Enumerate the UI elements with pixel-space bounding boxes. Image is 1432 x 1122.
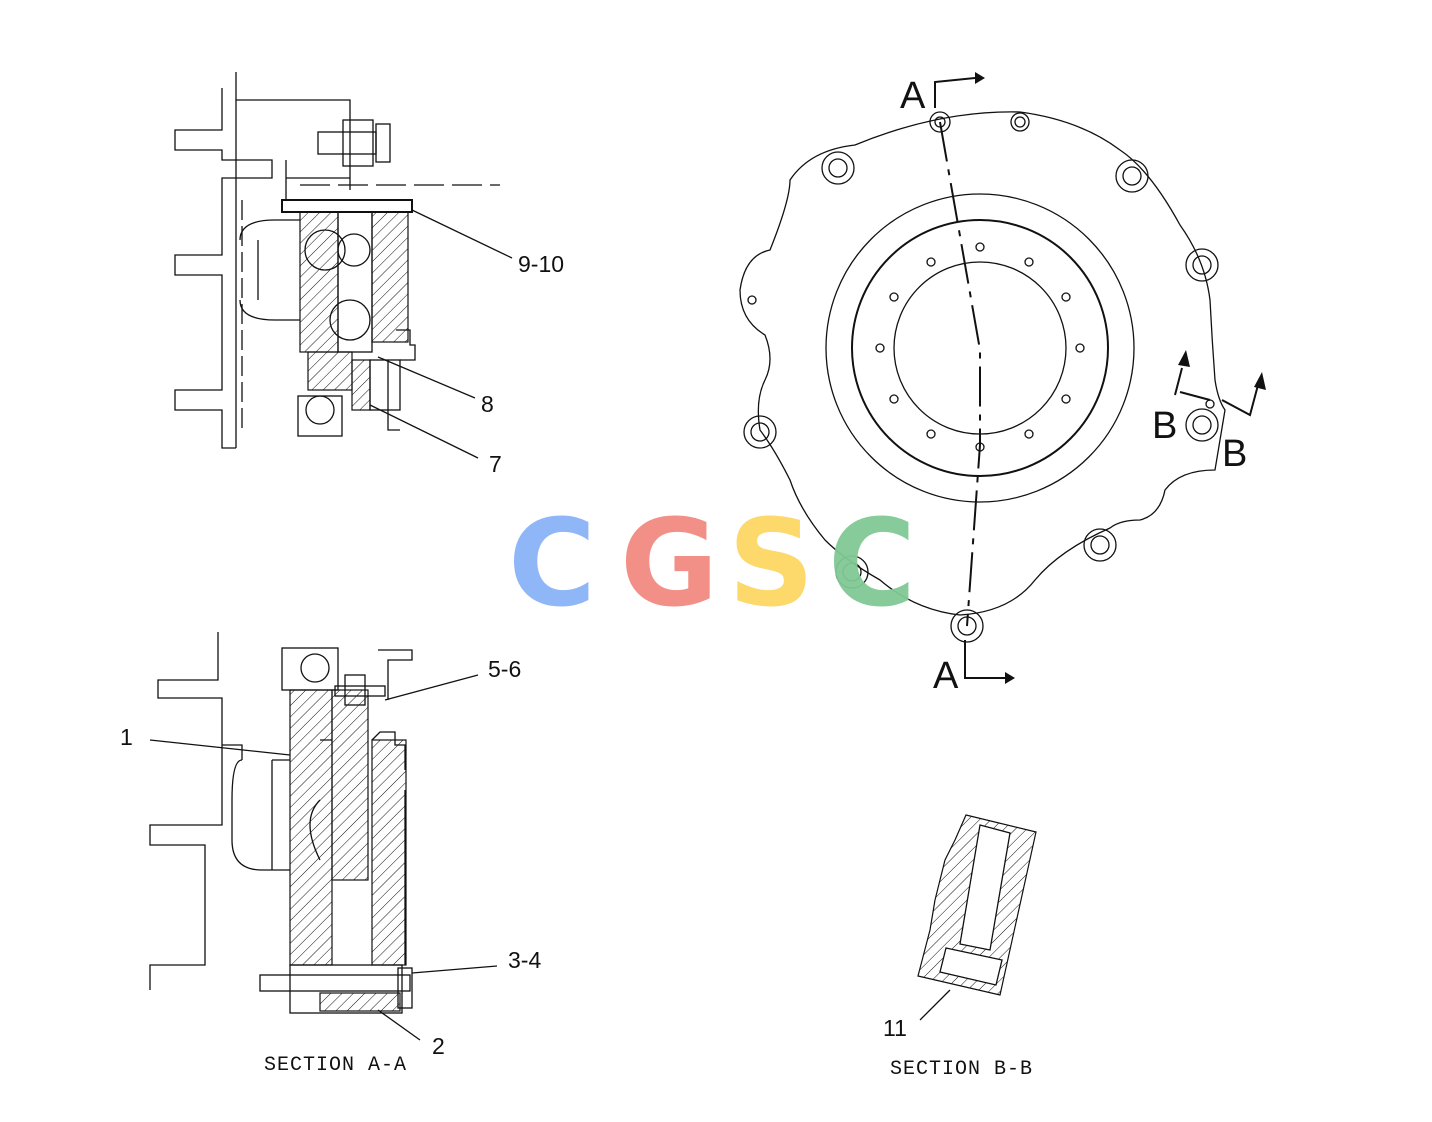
section-b-b-view	[917, 814, 1037, 1021]
callout-11: 11	[883, 1015, 907, 1041]
section-marker-a-top: A	[900, 75, 926, 117]
watermark-letter-s: S	[728, 495, 814, 634]
section-a-a-view	[149, 632, 498, 1041]
watermark-letter-c1: C	[508, 495, 596, 634]
watermark-letter-g: G	[620, 495, 719, 634]
callout-8: 8	[481, 391, 494, 417]
callout-2: 2	[432, 1033, 445, 1059]
flange-view	[739, 72, 1266, 684]
callout-9-10: 9-10	[518, 251, 564, 277]
section-a-a-title: SECTION A-A	[264, 1054, 407, 1077]
callout-1: 1	[120, 724, 133, 750]
section-marker-b-left: B	[1152, 405, 1177, 447]
outer-bolt-bosses	[743, 111, 1219, 643]
callout-3-4: 3-4	[508, 947, 541, 973]
bolt-circle-holes	[875, 242, 1085, 452]
section-marker-a-bottom: A	[933, 655, 959, 697]
callout-7: 7	[489, 451, 502, 477]
section-b-b-title: SECTION B-B	[890, 1058, 1033, 1081]
watermark-letter-c2: C	[828, 495, 916, 634]
cgsc-watermark-logo: C G S C	[508, 495, 916, 634]
upper-detail-view	[174, 72, 513, 459]
section-marker-b-right: B	[1222, 433, 1247, 475]
callout-5-6: 5-6	[488, 656, 521, 682]
